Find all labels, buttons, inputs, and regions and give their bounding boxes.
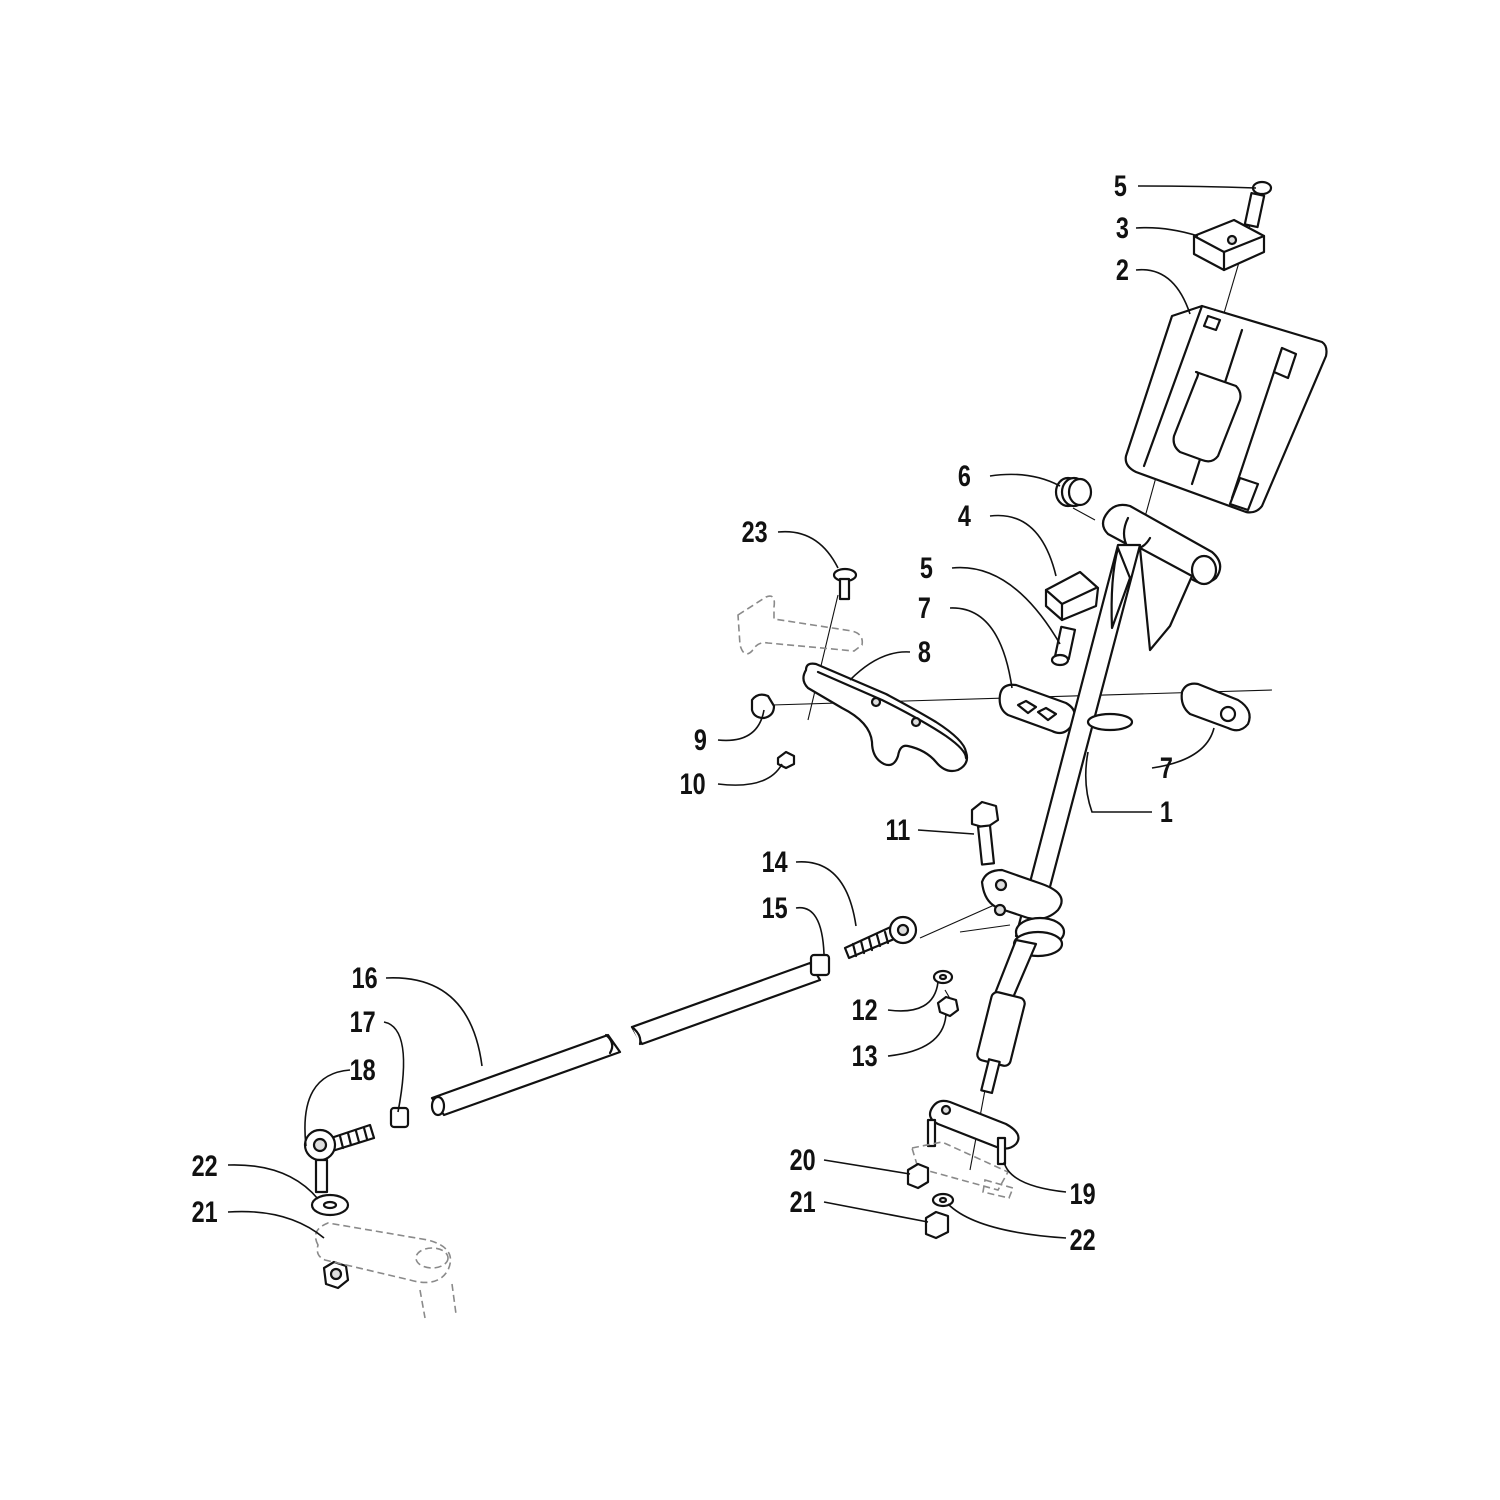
callout-15: 15 (762, 891, 788, 924)
callout-22-left: 22 (192, 1149, 218, 1182)
top-cap-part (1192, 218, 1266, 272)
tie-rod-part (430, 961, 822, 1117)
nut-13-part (936, 995, 960, 1018)
callout-4: 4 (958, 499, 971, 532)
callout-5-mid: 5 (920, 551, 933, 584)
callout-21-left: 21 (192, 1195, 218, 1228)
bolt-23-part (832, 567, 858, 601)
callout-22-right: 22 (1070, 1223, 1096, 1256)
callout-11: 11 (885, 813, 910, 846)
steering-post-part (976, 503, 1222, 1095)
lower-bracket-part (910, 1099, 1020, 1199)
callout-16: 16 (352, 961, 378, 994)
grommet-part (1054, 476, 1093, 508)
callout-13: 13 (852, 1039, 878, 1072)
callout-9: 9 (694, 723, 707, 756)
callout-8: 8 (918, 635, 931, 668)
callout-17: 17 (350, 1005, 376, 1038)
callout-1: 1 (1160, 795, 1173, 828)
tie-rod-end-upper-part (843, 915, 918, 960)
lower-cap-part (1044, 570, 1100, 622)
nut-21-right-part (924, 1210, 950, 1240)
block-7-left-part (998, 683, 1077, 735)
callout-7-right: 7 (1160, 751, 1173, 784)
bushing-9-part (750, 693, 776, 720)
callout-20: 20 (790, 1143, 816, 1176)
callout-2: 2 (1116, 253, 1129, 286)
callout-6: 6 (958, 459, 971, 492)
washer-12-part (932, 969, 954, 985)
bolt-5-mid-part (1050, 625, 1077, 667)
washer-nut-left-part (310, 1193, 350, 1290)
nut-20-part (906, 1162, 930, 1190)
callout-numbers: 5 3 2 6 4 23 5 7 8 9 10 7 1 11 14 15 16 … (192, 169, 1173, 1256)
callout-14: 14 (762, 845, 788, 878)
callout-21-right: 21 (790, 1185, 816, 1218)
washer-22-right-part (931, 1192, 955, 1208)
handlebar-pad-part (1124, 304, 1328, 514)
callout-3: 3 (1116, 211, 1129, 244)
block-7-right-part (1180, 682, 1251, 732)
callout-19: 19 (1070, 1177, 1096, 1210)
callout-18: 18 (350, 1053, 376, 1086)
callout-7-left: 7 (918, 591, 931, 624)
callout-5-top: 5 (1114, 169, 1127, 202)
bracket-ghost (737, 595, 864, 655)
callout-12: 12 (852, 993, 878, 1026)
tie-rod-end-lower-part (303, 1123, 376, 1194)
bolt-5-top-part (1243, 180, 1273, 229)
jam-nut-part (389, 953, 831, 1129)
leader-lines (227, 185, 1257, 1239)
callout-23: 23 (742, 515, 768, 548)
steering-support-part (802, 662, 969, 773)
bolt-11-part (970, 800, 1000, 866)
callout-10: 10 (680, 767, 706, 800)
pitman-arm-ghost (314, 1222, 457, 1319)
